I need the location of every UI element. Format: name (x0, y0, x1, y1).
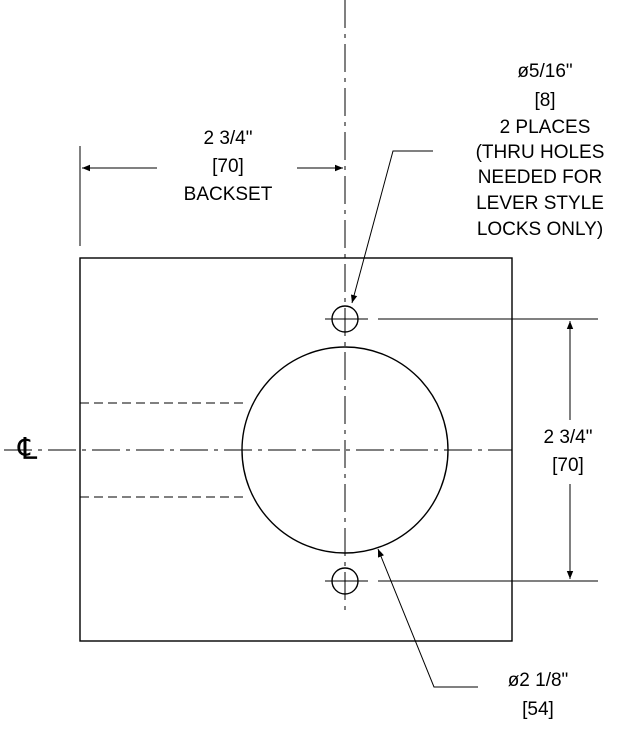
small-hole-leader (350, 150, 433, 304)
bore-leader (377, 548, 478, 688)
small-hole-metric: [8] (534, 90, 555, 111)
small-hole-diameter: ø5/16" (517, 61, 572, 82)
bore-diameter: ø2 1/8" (508, 670, 569, 691)
small-hole-note-4: LEVER STYLE (476, 193, 604, 214)
backset-imperial: 2 3/4" (203, 128, 252, 149)
bore-metric: [54] (522, 699, 554, 720)
backset-label: BACKSET (184, 184, 273, 205)
main-bore-circle (241, 346, 449, 554)
spacing-imperial: 2 3/4" (543, 427, 592, 448)
centerline-symbol: ℄ (17, 433, 38, 466)
small-hole-note-2: (THRU HOLES (476, 142, 605, 163)
backset-metric: [70] (212, 156, 244, 177)
spacing-metric: [70] (552, 455, 584, 476)
small-hole-note-3: NEEDED FOR (478, 167, 603, 188)
small-hole-note-1: 2 PLACES (500, 117, 591, 138)
small-hole-note-5: LOCKS ONLY) (477, 219, 603, 240)
